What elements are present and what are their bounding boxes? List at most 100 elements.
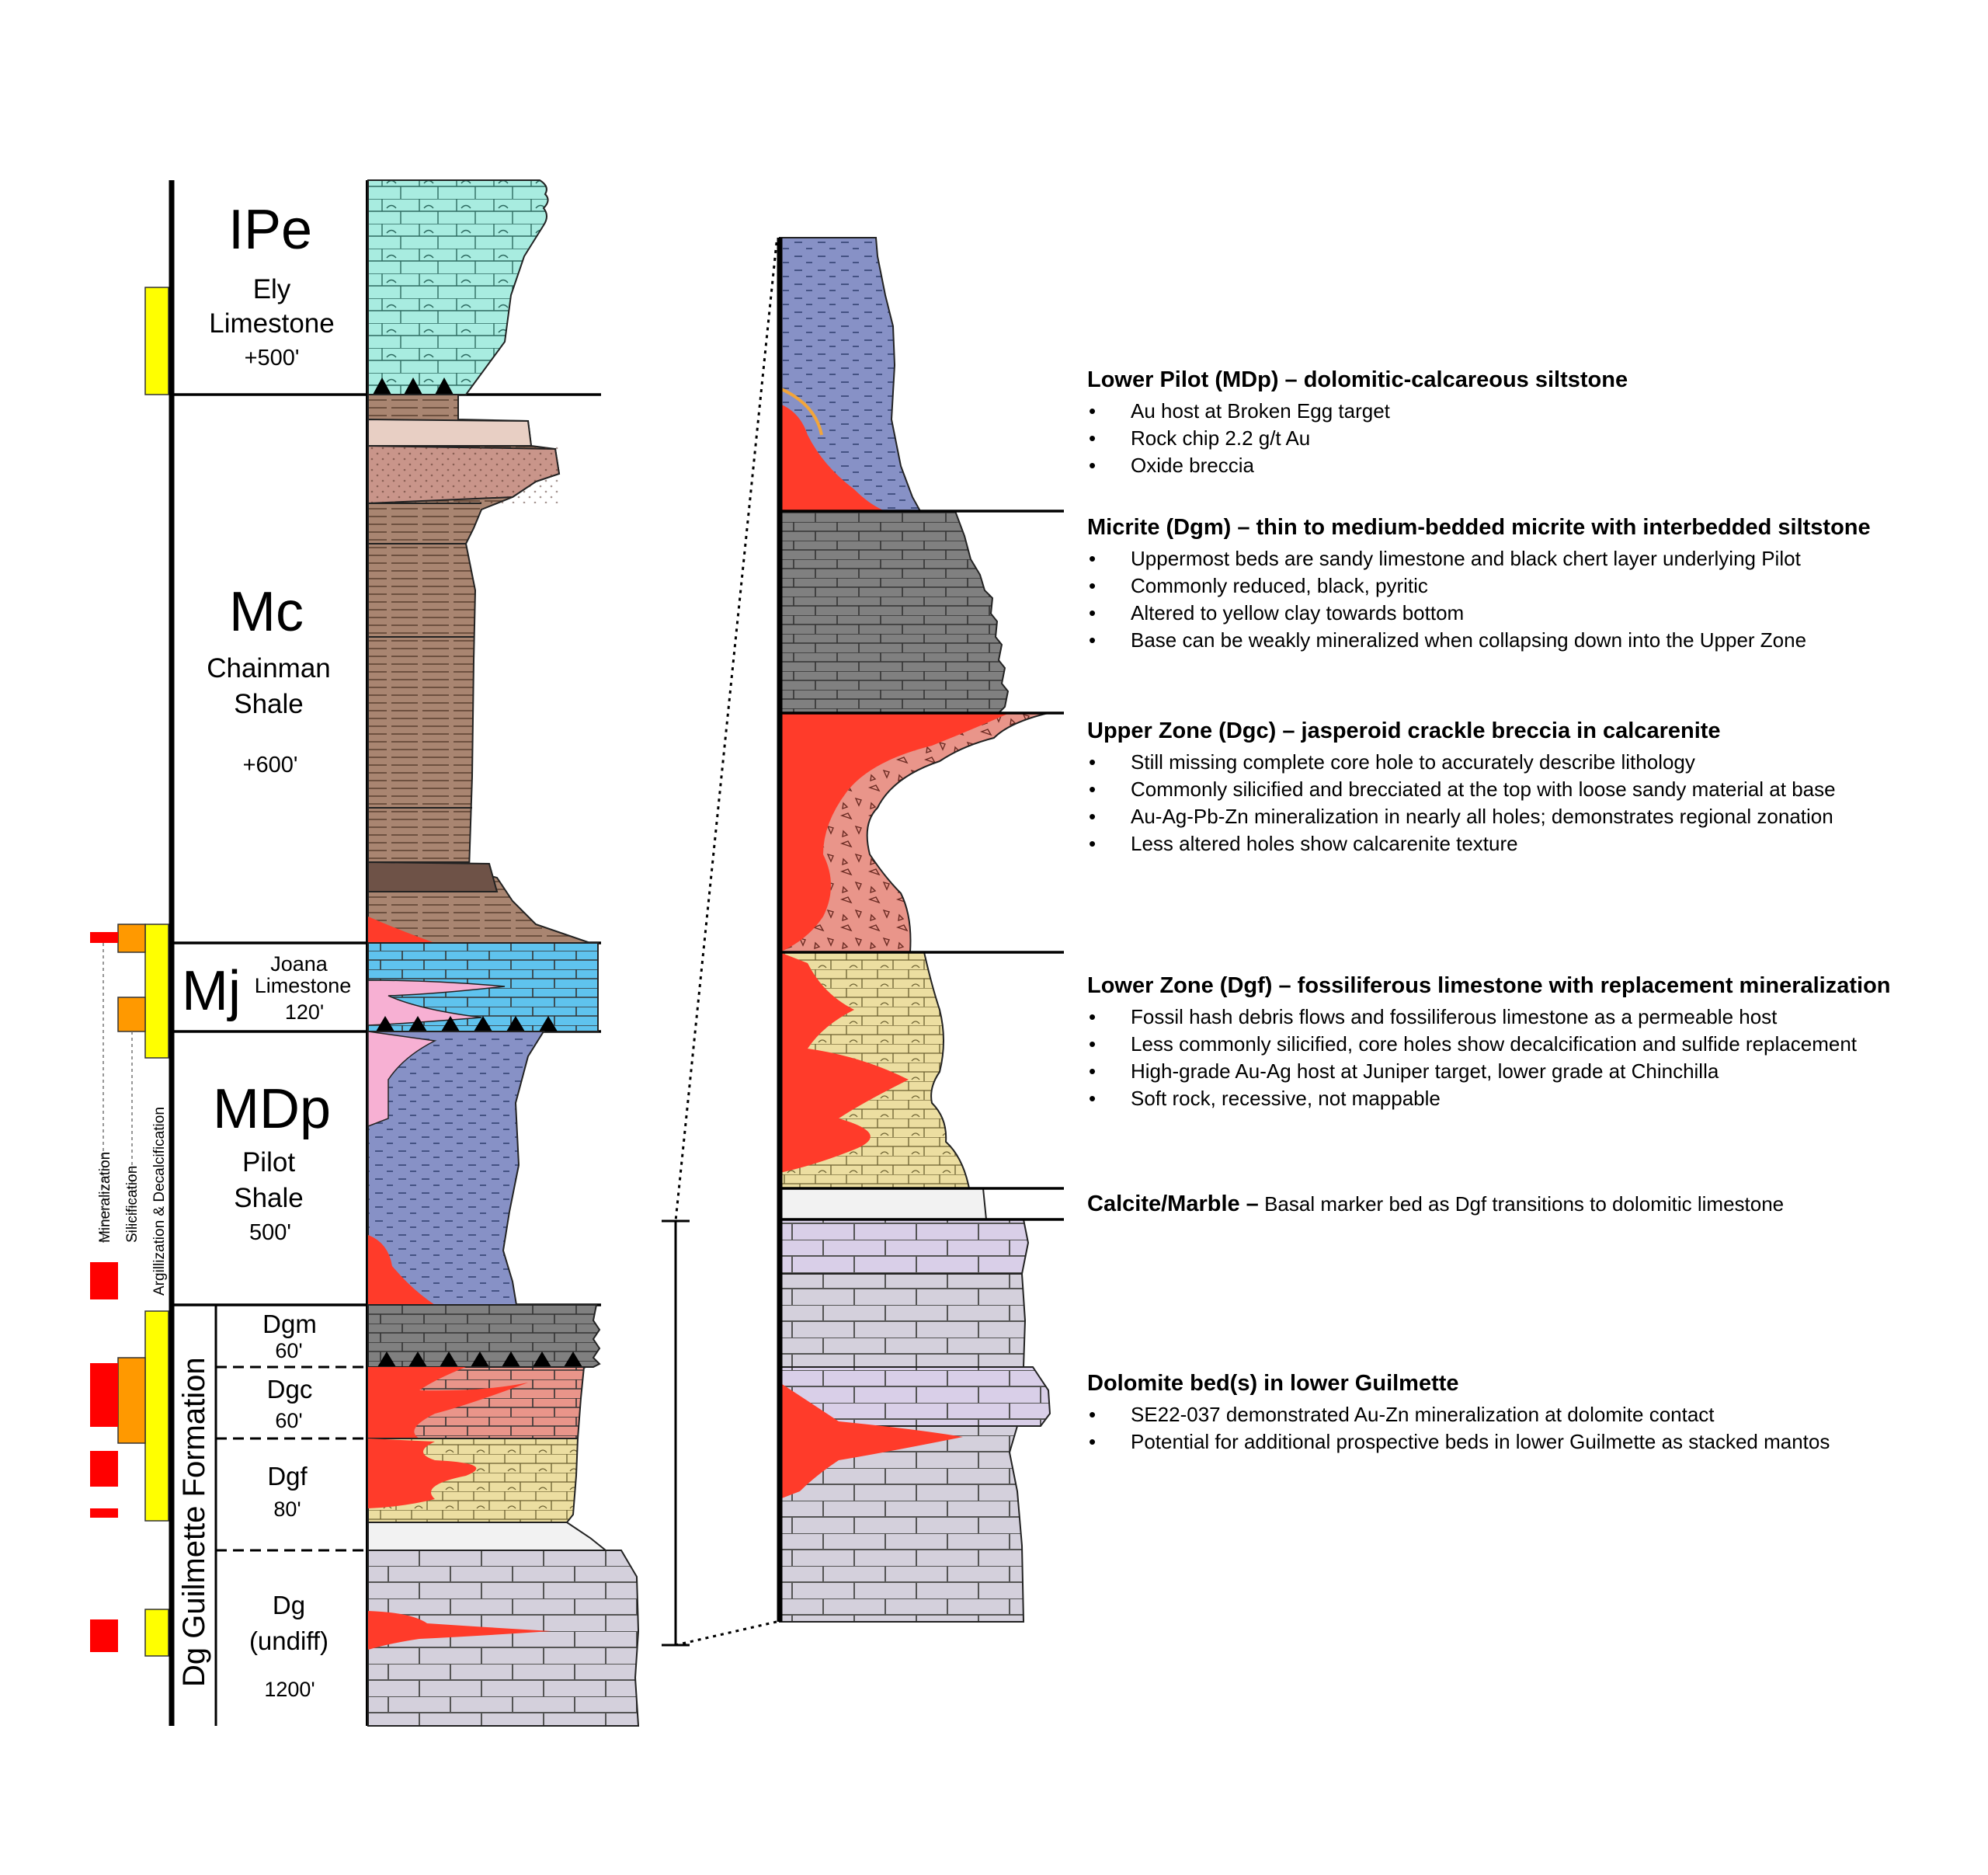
- unit-name2-ipe: Limestone: [209, 308, 334, 339]
- silicification-bar-3: [117, 1357, 146, 1444]
- description-title: Calcite/Marble –: [1087, 1191, 1259, 1216]
- description-text: Basal marker bed as Dgf transitions to d…: [1264, 1192, 1785, 1216]
- description-title: Dolomite bed(s) in lower Guilmette: [1087, 1371, 1459, 1396]
- bullet-list: SE22-037 demonstrated Au-Zn mineralizati…: [1087, 1401, 1957, 1456]
- mineralization-bar-5: [90, 1508, 118, 1518]
- chainman-sandstone-bed: [367, 418, 533, 447]
- member-code-dg: Dg: [273, 1591, 305, 1619]
- unit-thickness-mc: +600': [243, 753, 298, 777]
- silicification-label: Silicification: [124, 1166, 141, 1243]
- chert-nodules-joana: [376, 1016, 558, 1031]
- bullet-list: Uppermost beds are sandy limestone and b…: [1087, 545, 1957, 653]
- description-title: Lower Zone (Dgf) – fossiliferous limesto…: [1087, 973, 1891, 998]
- detail-jasperoid-mineralization: [780, 713, 1010, 952]
- mineralization-bar-4: [90, 1451, 118, 1487]
- detail-pilot-mineralization: [780, 404, 885, 511]
- argillization-bar-ely: [144, 287, 169, 395]
- description-micrite: Micrite (Dgm) – thin to medium-bedded mi…: [1087, 513, 1957, 654]
- argillization-bar-guilmette: [144, 1310, 169, 1522]
- unit-thickness-ipe: +500': [245, 346, 300, 370]
- dgc-jasperoid-mineralization: [368, 1367, 528, 1438]
- unit-name1-mc: Chainman: [207, 653, 331, 684]
- argillization-bar-dg: [144, 1609, 169, 1657]
- chert-nodules-ely: [373, 377, 454, 395]
- mineralization-bar-6: [90, 1619, 118, 1652]
- unit-code-mdp: MDp: [213, 1078, 331, 1140]
- bullet-item: Potential for additional prospective bed…: [1087, 1428, 1957, 1456]
- bullet-item: Commonly silicified and brecciated at th…: [1087, 776, 1957, 803]
- bullet-item: Altered to yellow clay towards bottom: [1087, 600, 1957, 627]
- bullet-item: High-grade Au-Ag host at Juniper target,…: [1087, 1058, 1957, 1085]
- bullet-item: Less commonly silicified, core holes sho…: [1087, 1031, 1957, 1058]
- detail-dolomite-contact-mineralization: [780, 1383, 963, 1499]
- description-dolomite-beds: Dolomite bed(s) in lower Guilmette SE22-…: [1087, 1369, 1957, 1456]
- bullet-item: Still missing complete core hole to accu…: [1087, 749, 1957, 776]
- unit-thickness-mj: 120': [285, 1000, 324, 1024]
- dg-stacked-manto-mineralization: [368, 1611, 551, 1650]
- silicification-bar-2: [117, 997, 146, 1032]
- bullet-list: Au host at Broken Egg target Rock chip 2…: [1087, 398, 1957, 478]
- unit-name1-mj: Joana: [270, 952, 328, 976]
- description-title: Upper Zone (Dgc) – jasperoid crackle bre…: [1087, 718, 1721, 743]
- silicification-bar-1: [117, 924, 146, 953]
- unit-name2-mc: Shale: [234, 689, 304, 719]
- description-upper-zone: Upper Zone (Dgc) – jasperoid crackle bre…: [1087, 716, 1957, 857]
- dgf-replacement-mineralization: [368, 1438, 477, 1508]
- bullet-item: Fossil hash debris flows and fossilifero…: [1087, 1004, 1957, 1031]
- pilot-base-mineralization: [368, 1235, 435, 1305]
- zoom-connector-top: [674, 242, 778, 1222]
- argillization-label: Argillization & Decalcification: [151, 1107, 168, 1296]
- description-calcite-marble: Calcite/Marble – Basal marker bed as Dgf…: [1087, 1190, 1957, 1219]
- bullet-item: Less altered holes show calcarenite text…: [1087, 830, 1957, 857]
- unit-code-mc: Mc: [229, 581, 304, 643]
- member-code-dgc: Dgc: [267, 1375, 313, 1404]
- bullet-item: Oxide breccia: [1087, 452, 1957, 479]
- bullet-item: Rock chip 2.2 g/t Au: [1087, 425, 1957, 452]
- member-thickness-dg: 1200': [264, 1678, 315, 1701]
- unit-code-mj: Mj: [182, 960, 241, 1022]
- unit-name2-mj: Limestone: [255, 974, 352, 997]
- unit-code-ipe: IPe: [228, 199, 312, 261]
- mineralization-bar-2: [90, 1262, 118, 1299]
- bullet-list: Fossil hash debris flows and fossilifero…: [1087, 1004, 1957, 1111]
- bullet-item: Commonly reduced, black, pyritic: [1087, 572, 1957, 600]
- lithology-column-detail: [777, 237, 1064, 1623]
- alteration-bars: Mineralization Silicification Argillizat…: [90, 287, 169, 1657]
- description-lower-pilot: Lower Pilot (MDp) – dolomitic-calcareous…: [1087, 365, 1957, 479]
- chert-nodules-dgm: [377, 1351, 582, 1367]
- guilmette-formation-label: Dg Guilmette Formation: [177, 1357, 211, 1687]
- lithology-column-left: [367, 179, 640, 1727]
- member-thickness-dgm: 60': [275, 1339, 302, 1362]
- bullet-item: SE22-037 demonstrated Au-Zn mineralizati…: [1087, 1401, 1957, 1428]
- member-thickness-dgc: 60': [275, 1409, 302, 1432]
- unit-name1-mdp: Pilot: [242, 1147, 295, 1178]
- bullet-item: Soft rock, recessive, not mappable: [1087, 1085, 1957, 1112]
- mineralization-bar-3: [90, 1363, 118, 1427]
- chainman-base-mineralization: [368, 917, 435, 943]
- member-name-dg: (undiff): [249, 1626, 328, 1655]
- zoom-connector-bottom: [675, 1620, 777, 1647]
- mineralization-label: Mineralization: [97, 1152, 113, 1243]
- bullet-item: Au host at Broken Egg target: [1087, 398, 1957, 425]
- detail-replacement-mineralization: [780, 952, 909, 1173]
- detail-calcite-marble: [779, 1188, 988, 1220]
- joana-pink-alteration: [367, 979, 506, 1026]
- bullet-item: Au-Ag-Pb-Zn mineralization in nearly all…: [1087, 803, 1957, 830]
- bullet-item: Uppermost beds are sandy limestone and b…: [1087, 545, 1957, 572]
- member-thickness-dgf: 80': [273, 1498, 301, 1521]
- description-title: Micrite (Dgm) – thin to medium-bedded mi…: [1087, 515, 1871, 540]
- mineralization-bar-1: [90, 932, 118, 943]
- unit-thickness-mdp: 500': [249, 1220, 291, 1245]
- description-title: Lower Pilot (MDp) – dolomitic-calcareous…: [1087, 367, 1628, 392]
- unit-name1-ipe: Ely: [253, 274, 291, 304]
- unit-name2-mdp: Shale: [234, 1183, 304, 1213]
- argillization-bar-joana: [144, 924, 169, 1059]
- litho-calcite-marble: [367, 1522, 608, 1551]
- pilot-pink-alteration: [367, 1031, 437, 1128]
- bullet-item: Base can be weakly mineralized when coll…: [1087, 627, 1957, 654]
- description-lower-zone: Lower Zone (Dgf) – fossiliferous limesto…: [1087, 971, 1957, 1112]
- bullet-list: Still missing complete core hole to accu…: [1087, 749, 1957, 857]
- member-code-dgm: Dgm: [262, 1310, 317, 1338]
- chainman-dark-bed: [367, 861, 499, 892]
